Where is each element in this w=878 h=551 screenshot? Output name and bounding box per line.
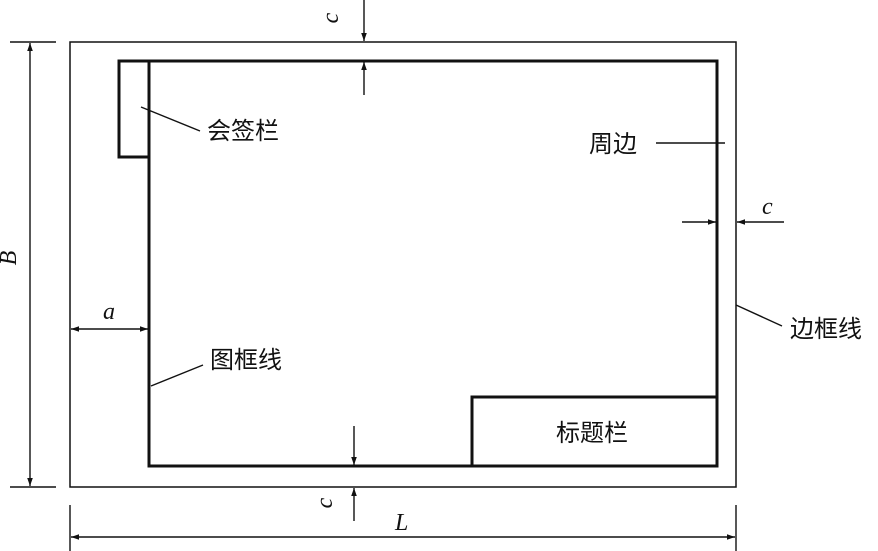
drawing-frame bbox=[147, 59, 719, 468]
label-B: B bbox=[0, 250, 22, 265]
label-c-bottom: c bbox=[312, 497, 338, 508]
dim-L bbox=[69, 505, 737, 551]
countersign-block bbox=[117, 59, 151, 159]
label-frame-line: 图框线 bbox=[210, 346, 282, 374]
sheet-border bbox=[69, 41, 737, 488]
label-c-right: c bbox=[762, 194, 773, 220]
label-a: a bbox=[103, 299, 115, 325]
leader-border-line bbox=[735, 304, 783, 327]
label-countersign-block: 会签栏 bbox=[207, 117, 279, 145]
dim-B bbox=[10, 41, 56, 488]
label-c-top: c bbox=[318, 12, 344, 23]
title-block bbox=[470, 395, 719, 468]
label-title-block: 标题栏 bbox=[556, 419, 628, 447]
label-trim-edge: 周边 bbox=[589, 130, 637, 158]
leader-frame-line bbox=[150, 364, 204, 387]
leader-countersign bbox=[140, 106, 201, 132]
label-border-line: 边框线 bbox=[790, 315, 862, 343]
label-L: L bbox=[394, 510, 408, 536]
